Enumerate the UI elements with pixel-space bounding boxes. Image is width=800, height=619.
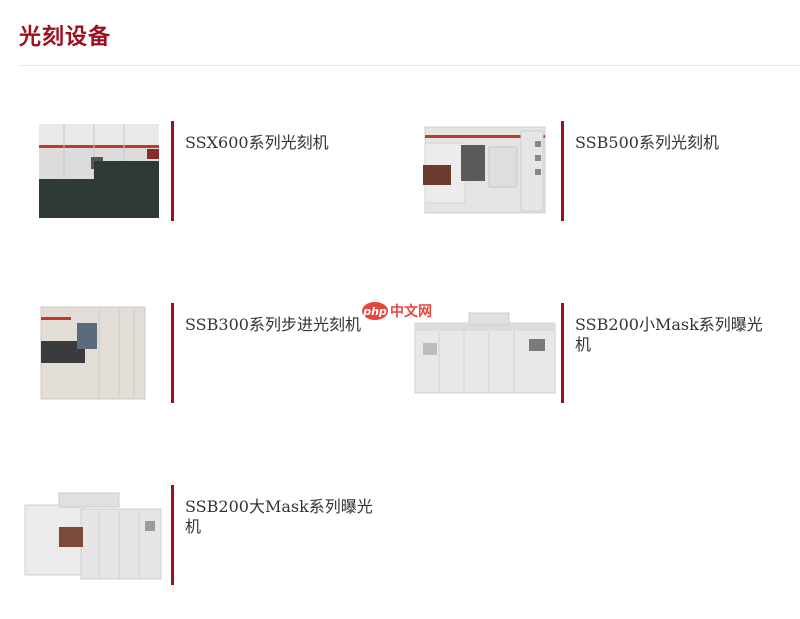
ssb200-large-mask-machine-image[interactable] xyxy=(19,485,169,585)
php-cn-watermark: php 中文网 xyxy=(362,300,444,326)
php-site-text: 中文网 xyxy=(390,303,432,320)
page-title: 光刻设备 xyxy=(19,24,112,50)
product-card-ssx600[interactable]: SSX600系列光刻机 xyxy=(19,121,379,221)
ssx600-machine-image[interactable] xyxy=(19,121,169,221)
product-name[interactable]: SSX600系列光刻机 xyxy=(185,133,329,152)
product-card-ssb200-large-mask[interactable]: SSB200大Mask系列曝光机 xyxy=(19,485,379,585)
product-name[interactable]: SSB200小Mask系列曝光机 xyxy=(575,315,763,354)
title-divider xyxy=(19,65,800,66)
product-card-ssb200-small-mask[interactable]: SSB200小Mask系列曝光机 xyxy=(409,303,769,403)
card-accent-bar xyxy=(171,485,174,585)
product-card-ssb500[interactable]: SSB500系列光刻机 xyxy=(409,121,769,221)
product-name[interactable]: SSB300系列步进光刻机 xyxy=(185,315,361,334)
card-accent-bar xyxy=(561,303,564,403)
php-logo-icon: php 中文网 xyxy=(362,302,432,320)
card-accent-bar xyxy=(171,303,174,403)
card-accent-bar xyxy=(561,121,564,221)
product-name[interactable]: SSB500系列光刻机 xyxy=(575,133,719,152)
ssb200-small-mask-machine-image[interactable] xyxy=(409,303,559,403)
product-card-ssb300[interactable]: SSB300系列步进光刻机 xyxy=(19,303,379,403)
ssb300-machine-image[interactable] xyxy=(19,303,169,403)
ssb500-machine-image[interactable] xyxy=(409,121,559,221)
card-accent-bar xyxy=(171,121,174,221)
php-logo-text: php xyxy=(362,305,387,318)
product-name[interactable]: SSB200大Mask系列曝光机 xyxy=(185,497,373,536)
